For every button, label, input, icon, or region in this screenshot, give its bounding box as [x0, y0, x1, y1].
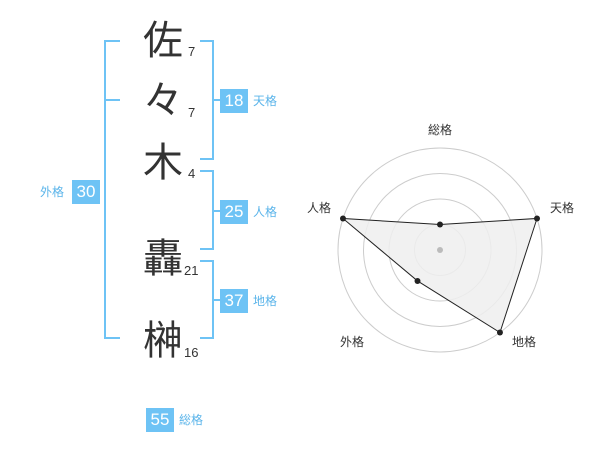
jinkaku-label: 人格: [253, 205, 278, 219]
radar-point-4: [339, 215, 346, 222]
soukaku-value-badge: 55: [146, 408, 174, 432]
jinkaku-value-badge: 25: [220, 200, 248, 224]
kanji-2: 々: [143, 78, 183, 124]
radar-ring-4: [337, 147, 543, 353]
gaikaku-value-badge: 30: [72, 180, 100, 204]
radar-point-3: [414, 277, 421, 284]
kanji-4: 轟: [143, 236, 183, 282]
gaikaku-bracket: [104, 40, 120, 339]
gaikaku-label: 外格: [40, 185, 65, 199]
stroke-count-3: 4: [188, 166, 196, 181]
tenkaku-label: 天格: [253, 94, 278, 108]
axis-label-chikaku: 地格: [512, 334, 536, 349]
axis-label-tenkaku: 天格: [550, 200, 574, 215]
stroke-count-4: 21: [184, 263, 199, 278]
soukaku-label: 総格: [179, 413, 204, 427]
chikaku-value-badge: 37: [220, 289, 248, 313]
radar-point-2: [496, 329, 503, 336]
radar-point-1: [534, 215, 541, 222]
axis-label-jinkaku: 人格: [307, 200, 331, 215]
chikaku-label: 地格: [253, 294, 278, 308]
stroke-count-5: 16: [184, 345, 199, 360]
axis-label-gaikaku: 外格: [340, 334, 364, 349]
tenkaku-value-badge: 18: [220, 89, 248, 113]
kanji-3: 木: [143, 140, 183, 186]
kanji-5: 榊: [143, 318, 183, 364]
stroke-count-2: 7: [188, 105, 196, 120]
axis-label-soukaku: 総格: [428, 122, 452, 137]
kanji-1: 佐: [143, 18, 183, 64]
radar-point-0: [437, 221, 443, 228]
stroke-count-1: 7: [188, 44, 196, 59]
radar-area: [341, 217, 538, 334]
radar-center-dot: [437, 247, 443, 253]
radar-points: [339, 215, 541, 336]
